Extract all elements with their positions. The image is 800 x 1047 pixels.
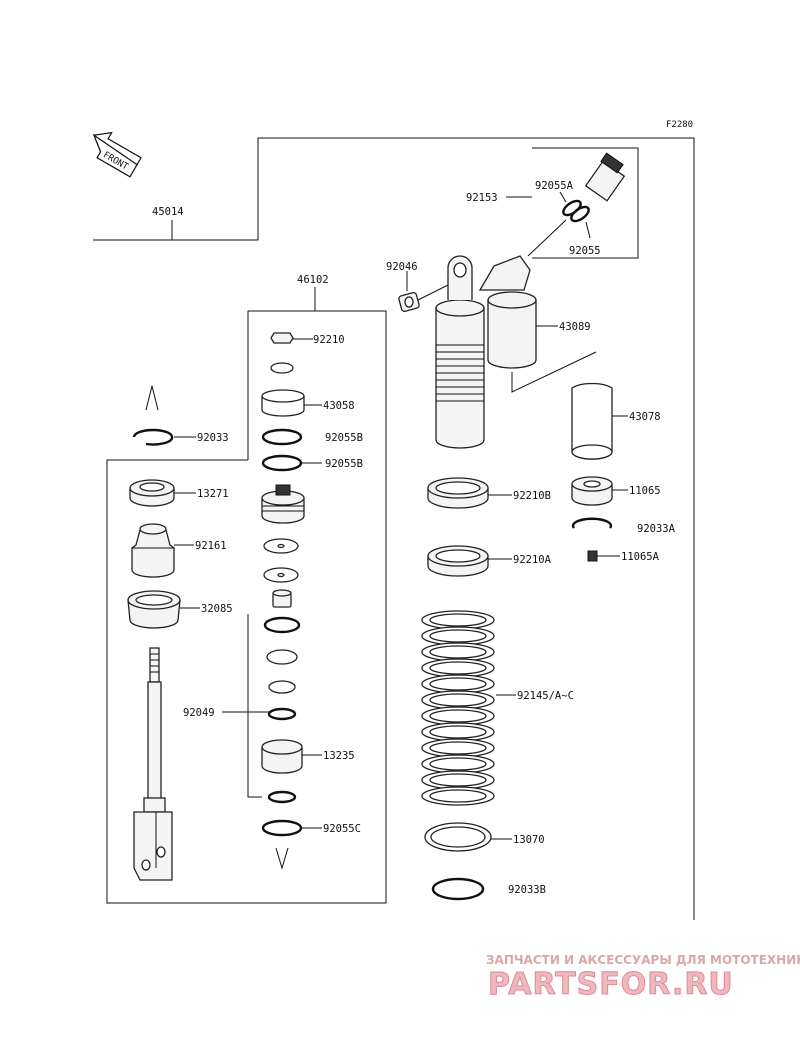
- part-13070-spring-guide: [424, 822, 512, 852]
- label-92055C: 92055C: [323, 823, 361, 835]
- part-ring-a: [263, 616, 301, 634]
- label-92055B-1: 92055B: [325, 432, 363, 444]
- spring-coil-inner: [429, 725, 487, 739]
- spring-coil-inner: [429, 773, 487, 787]
- label-92033B: 92033B: [508, 884, 546, 896]
- label-92055A: 92055A: [535, 180, 574, 192]
- arrow-up-left: [145, 385, 159, 411]
- part-11065-cap: [571, 476, 628, 506]
- watermark-tagline: ЗАПЧАСТИ И АКСЕССУАРЫ ДЛЯ МОТОТЕХНИКИ: [486, 953, 800, 967]
- front-arrow-icon: FRONT: [92, 131, 142, 178]
- leader-92055: [585, 221, 591, 239]
- label-13271: 13271: [197, 488, 229, 500]
- label-32085: 32085: [201, 603, 233, 615]
- part-92055-oring: [570, 205, 590, 223]
- label-92145: 92145/A~C: [517, 690, 574, 702]
- spring-coil-inner: [429, 645, 487, 659]
- label-92055B-2: 92055B: [325, 458, 363, 470]
- part-92033-circlip: [132, 428, 174, 446]
- part-shock-body: [435, 255, 485, 449]
- assembly-45014-frame: [93, 137, 695, 920]
- part-reservoir-cap: [584, 152, 626, 202]
- leader-cap: [527, 219, 567, 257]
- label-92055: 92055: [569, 245, 601, 257]
- part-43058-collar: [261, 389, 322, 417]
- part-valve-body: [261, 484, 305, 524]
- part-washer-b: [266, 649, 298, 665]
- part-piston-rod: [133, 647, 173, 881]
- spring-coil-inner: [429, 677, 487, 691]
- part-92033A-circlip: [571, 517, 613, 529]
- leader-92055A: [559, 191, 567, 203]
- label-11065: 11065: [629, 485, 661, 497]
- part-32085-cup: [127, 590, 200, 629]
- spring-coil-inner: [429, 613, 487, 627]
- figure-code: F2280: [666, 120, 693, 130]
- spring-coil-inner: [429, 741, 487, 755]
- part-13235-piston: [261, 739, 322, 774]
- part-92145-spring: [421, 610, 495, 806]
- leader-43089-43078: [511, 351, 597, 393]
- label-92210A: 92210A: [513, 554, 552, 566]
- label-13070: 13070: [513, 834, 545, 846]
- label-43089: 43089: [559, 321, 591, 333]
- spring-coil-inner: [429, 629, 487, 643]
- spring-coil-inner: [429, 661, 487, 675]
- part-shim-2-hole: [277, 572, 285, 578]
- label-92153: 92153: [466, 192, 498, 204]
- part-92210-nut: [270, 332, 313, 344]
- part-92055B-oring-2: [261, 454, 303, 472]
- watermark-brand: PARTSFOR.RU: [488, 967, 734, 1002]
- part-92046-bearing: [398, 282, 453, 313]
- part-92033B-circlip: [431, 877, 485, 901]
- part-43078-bladder: [571, 382, 628, 460]
- spring-coil-inner: [429, 709, 487, 723]
- label-11065A: 11065A: [621, 551, 660, 563]
- spring-coil-inner: [429, 789, 487, 803]
- label-43078: 43078: [629, 411, 661, 423]
- reservoir-cap-frame: [532, 147, 639, 259]
- label-92033A: 92033A: [637, 523, 676, 535]
- part-92055B-oring-1: [261, 428, 303, 446]
- assembly-46102-frame: [106, 310, 387, 904]
- label-46102: 46102: [297, 274, 329, 286]
- bracket-92049: [247, 614, 262, 798]
- part-92049-seal: [267, 707, 297, 721]
- spring-coil-inner: [429, 757, 487, 771]
- part-washer-top: [270, 362, 294, 374]
- label-45014: 45014: [152, 206, 184, 218]
- part-92161-bump-rubber: [131, 523, 194, 578]
- arrow-down-lower: [275, 847, 289, 870]
- part-washer-c: [268, 680, 296, 694]
- label-92033: 92033: [197, 432, 229, 444]
- label-92210B: 92210B: [513, 490, 551, 502]
- part-92210A-nut: [427, 545, 512, 577]
- label-13235: 13235: [323, 750, 355, 762]
- label-92161: 92161: [195, 540, 227, 552]
- label-92210: 92210: [313, 334, 345, 346]
- spring-coil-inner: [429, 693, 487, 707]
- part-92055C-oring: [261, 819, 303, 837]
- label-92049: 92049: [183, 707, 215, 719]
- label-43058: 43058: [323, 400, 355, 412]
- part-13271-seal-head: [129, 479, 196, 507]
- label-92046: 92046: [386, 261, 418, 273]
- part-11065A-valve: [587, 550, 620, 562]
- part-92210B-nut: [427, 477, 512, 509]
- part-lower-seal: [267, 790, 297, 804]
- part-43089-reservoir: [478, 255, 558, 369]
- part-shim-1-hole: [277, 543, 285, 549]
- part-spacer-small: [272, 589, 292, 608]
